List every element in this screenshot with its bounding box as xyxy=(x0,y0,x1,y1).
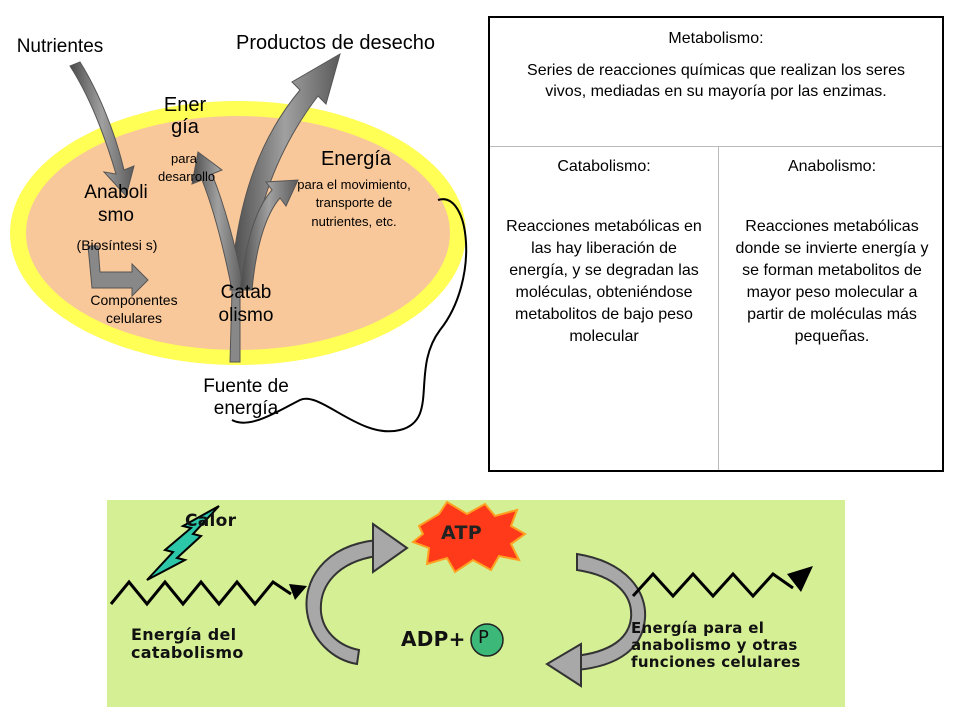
energia-movimiento-sub: para el movimiento, transporte de nutrie… xyxy=(297,177,411,229)
nutrientes-label: Nutrientes xyxy=(16,36,104,57)
energia-catabolismo-label: Energía del catabolismo xyxy=(131,625,244,662)
atp-star xyxy=(411,500,527,574)
catabolism-column: Catabolismo: Reacciones metabólicas en l… xyxy=(490,146,719,470)
anabolism-header: Anabolismo: xyxy=(787,158,877,175)
catabolismo-label: Catab olismo xyxy=(218,282,274,326)
catabolism-header: Catabolismo: xyxy=(557,158,651,175)
phosphate-label: P xyxy=(478,627,490,648)
energy-source-curve xyxy=(231,198,468,433)
desarrollo-arrow xyxy=(191,151,245,291)
metabolism-table: Metabolismo: Series de reacciones químic… xyxy=(488,16,944,472)
catabolism-zigzag xyxy=(109,579,292,607)
energia-anabolismo-label: Energía para el anabolismo y otras funci… xyxy=(631,619,801,671)
atp-cycle-shapes xyxy=(109,500,813,688)
anabolismo-label: Anaboli smo xyxy=(84,182,148,226)
atp-cycle-panel: Calor Energía del catabolismo ATP ADP+ P… xyxy=(107,500,845,707)
anabolism-column: Anabolismo: Reacciones metabólicas donde… xyxy=(718,146,946,470)
catabolism-zigzag-arrowhead xyxy=(289,584,307,600)
phosphate-circle xyxy=(470,623,504,657)
energia-desarrollo-title: Ener gía xyxy=(163,94,207,139)
catabolism-description: Reacciones metabólicas en las hay libera… xyxy=(506,218,702,346)
componentes-arrow xyxy=(87,245,149,298)
anabolism-description: Reacciones metabólicas donde se invierte… xyxy=(735,218,929,346)
biosintesis-label: (Biosíntesi s) xyxy=(76,237,158,253)
productos-desecho-label: Productos de desecho xyxy=(236,32,436,54)
anabolism-zigzag xyxy=(631,571,794,599)
metabolism-title: Metabolismo: xyxy=(668,30,764,47)
nutrientes-arrow xyxy=(69,61,135,198)
fuente-energia-label: Fuente de energía xyxy=(203,376,289,420)
heat-bolt-icon xyxy=(146,505,220,581)
cycle-arrow-left xyxy=(305,538,378,666)
energia-movimiento-title: Energía xyxy=(320,148,392,170)
cycle-arrow-right-head xyxy=(545,642,582,688)
atp-label: ATP xyxy=(441,522,483,544)
componentes-label: Componentes celulares xyxy=(90,292,178,326)
anabolism-zigzag-arrowhead xyxy=(787,566,813,592)
movimiento-arrow xyxy=(239,179,299,291)
cycle-arrow-left-head xyxy=(372,522,409,574)
calor-label: Calor xyxy=(185,511,237,531)
energia-desarrollo-sub: para desarrollo xyxy=(158,151,216,185)
adp-label: ADP+ xyxy=(401,627,466,651)
metabolism-definition: Series de reacciones químicas que realiz… xyxy=(527,62,905,101)
metabolism-header: Metabolismo: Series de reacciones químic… xyxy=(490,18,942,147)
